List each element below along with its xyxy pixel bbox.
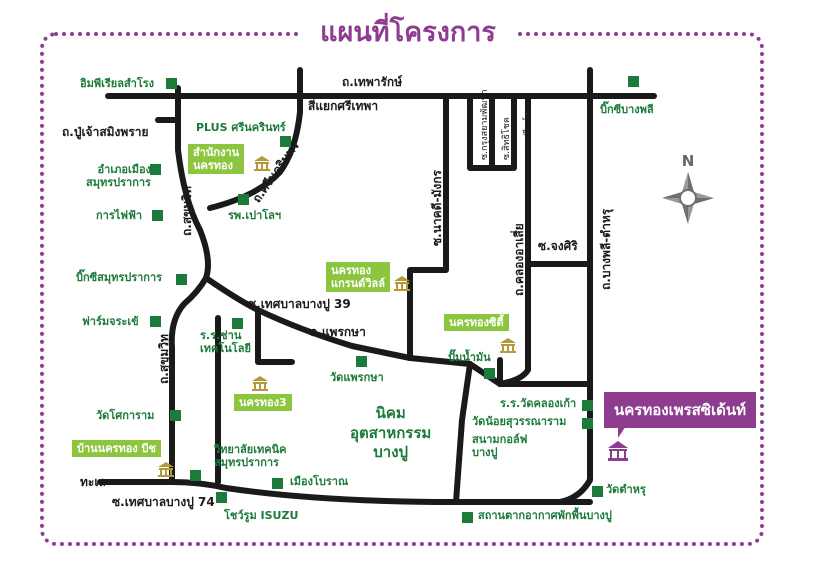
road-label-soi-sompong: ซ.สมปรีนท์ (523, 116, 533, 160)
landmark-square-icon (582, 418, 593, 429)
landmark-square-icon (272, 478, 283, 489)
place-industrial: นิคม อุตสาหกรรม บางปู (350, 404, 432, 461)
landmark-square-icon (280, 136, 291, 147)
place-school-tech: ร.ร.ช่าน เทคโนโลยี (200, 329, 251, 355)
road-label-yaek-srithepha: สี่แยกศรีเทพา (308, 99, 379, 113)
place-wat-tamru: วัดตำหรุ (606, 483, 646, 496)
road-label-sukhumvit-upper: ถ.สุขุมวิท (180, 186, 194, 236)
landmark-square-icon (628, 76, 639, 87)
place-wat-kan: วัดโศการาม (96, 409, 155, 422)
building-icon (158, 462, 174, 477)
landmark-square-icon (216, 492, 227, 503)
landmark-square-icon (150, 316, 161, 327)
landmark-square-icon (484, 368, 495, 379)
place-ancient-city: เมืองโบราณ (290, 475, 349, 488)
road-bangphli-tamru (557, 67, 593, 505)
landmark-square-icon (152, 210, 163, 221)
project-nakhonthong3[interactable]: นครทอง3 (234, 394, 292, 412)
project-president[interactable]: นครทองเพรสซิเด้นท์ (604, 392, 756, 428)
place-amphoe: อำเภอเมือง สมุทรปราการ (86, 163, 151, 189)
landmark-square-icon (238, 194, 249, 205)
project-head-office[interactable]: สำนักงาน นครทอง (188, 144, 245, 175)
road-bottom (97, 479, 593, 505)
road-label-soi-thetsaban74: ซ.เทศบาลบางปู 74 (112, 495, 215, 509)
project-grandville[interactable]: นครทอง แกรนด์วิลล์ (326, 262, 390, 293)
landmark-square-icon (166, 78, 177, 89)
road-label-phraeksa: ถ.แพรกษา (310, 325, 366, 339)
place-farm-chorakhe: ฟาร์มจระเข้ (82, 315, 139, 328)
place-school-wat-khlong: ร.ร.วัดคลองเก้า (500, 397, 577, 410)
building-icon (254, 156, 270, 171)
road-nak-mangkon (407, 93, 449, 361)
place-pea: การไฟฟ้า (96, 209, 143, 222)
place-wat-noi: วัดน้อยสุวรรณาราม (472, 415, 567, 428)
place-wat-phraeksa: วัดแพรกษา (330, 371, 384, 384)
road-srinakarin (207, 67, 303, 211)
landmark-square-icon (462, 512, 473, 523)
place-plus-srinakarin: PLUS ศรีนครินทร์ (196, 121, 286, 134)
road-label-chongsiri: ซ.จงศิริ (538, 239, 578, 253)
road-industrial-west (453, 361, 473, 505)
road-school-loop (255, 307, 295, 365)
landmark-square-icon (190, 470, 201, 481)
landmark-square-icon (150, 164, 161, 175)
landmark-square-icon (176, 274, 187, 285)
landmark-square-icon (356, 356, 367, 367)
landmark-square-icon (592, 486, 603, 497)
place-bigc-samutprakan: บิ๊กซีสมุทรปราการ (76, 271, 163, 284)
road-label-soi-thetsaban39: ซ.เทศบาลบางปู 39 (248, 297, 351, 311)
place-paolo: รพ.เปาโลฯ (228, 209, 282, 222)
road-label-khlong-asia: ถ.คลองอาเสี่ย (512, 223, 526, 296)
road-label-soi-nimit: ซ.สิทธิโชค (502, 117, 512, 160)
place-gas-station: ปั๊มน้ำมัน (448, 351, 491, 364)
place-tech-college: วิทยาลัยเทคนิค สมุทรปราการ (214, 443, 287, 469)
project-nakhonthong-beach[interactable]: บ้านนครทอง บีช (72, 440, 161, 458)
building-icon (252, 376, 268, 391)
road-label-thepharak: ถ.เทพารักษ์ (342, 75, 403, 89)
building-icon (500, 338, 516, 353)
building-icon (394, 276, 410, 291)
landmark-square-icon (232, 318, 243, 329)
road-label-krung-thai: ซ.กรุงสยามพัฒนา (480, 89, 490, 160)
landmark-square-icon (170, 410, 181, 421)
title-wrap: แผนที่โครงการ (300, 10, 516, 52)
place-golf: สนามกอล์ฟ บางปู (472, 433, 528, 459)
place-imperial: อิมพีเรียลสำโรง (80, 77, 155, 90)
compass-north-label: N (682, 152, 695, 170)
president-pointer-icon (608, 420, 630, 461)
project-nakhonthong-city[interactable]: นครทองซิตี้ (444, 314, 509, 332)
page-title: แผนที่โครงการ (320, 16, 496, 48)
landmark-square-icon (582, 400, 593, 411)
road-label-sukhumvit-lower: ถ.สุขุมวิท (157, 334, 171, 384)
road-label-nak-mangkon: ซ.นาคดี-มังกร (430, 170, 444, 246)
place-isuzu: โชว์รูม ISUZU (224, 509, 299, 522)
road-phraeksa (203, 275, 473, 367)
place-bangpu-station: สถานตากอากาศพักพื้นบางปู (478, 509, 612, 522)
place-bigc-bangphli: บิ๊กซีบางพลี (600, 103, 654, 116)
road-label-bangphli-tamru: ถ.บางพลี-ตำหรุ (599, 208, 613, 290)
north-compass-icon: N (662, 152, 714, 224)
road-label-pu-chao: ถ.ปู่เจ้าสมิงพราย (62, 125, 149, 139)
road-krung-thai (467, 93, 515, 171)
road-label-thale: ทะเล (80, 475, 106, 489)
